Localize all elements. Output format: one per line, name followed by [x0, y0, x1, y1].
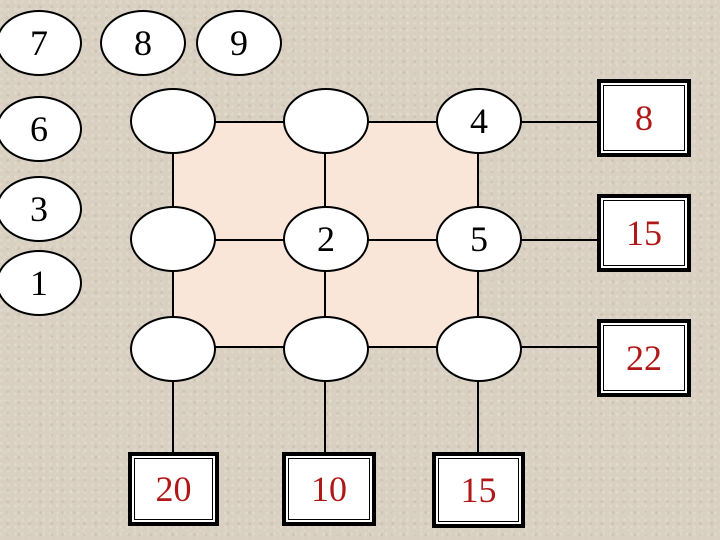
row-target-2: 15 — [597, 194, 691, 272]
row-target-3: 22 — [597, 319, 691, 397]
col-target-2: 10 — [282, 452, 376, 526]
row-target-1: 8 — [597, 79, 691, 157]
grid-lines — [172, 121, 601, 462]
col-target-3: 15 — [432, 452, 525, 528]
grid-cell-r2-c3[interactable]: 5 — [436, 206, 522, 272]
grid-cell-r3-c3[interactable] — [436, 316, 522, 382]
col-target-1: 20 — [128, 452, 219, 526]
grid-cell-r2-c1[interactable] — [130, 206, 216, 272]
tray-number-1[interactable]: 1 — [0, 250, 82, 316]
grid-cell-r3-c1[interactable] — [130, 316, 216, 382]
tray-number-6[interactable]: 6 — [0, 96, 82, 162]
grid-cell-r2-c2[interactable]: 2 — [283, 206, 369, 272]
tray-number-3[interactable]: 3 — [0, 176, 82, 242]
tray-number-8[interactable]: 8 — [100, 10, 186, 76]
grid-cell-r1-c3[interactable]: 4 — [436, 88, 522, 154]
grid-cell-r3-c2[interactable] — [283, 316, 369, 382]
tray-number-7[interactable]: 7 — [0, 10, 82, 76]
grid-cell-r1-c1[interactable] — [130, 88, 216, 154]
grid-cell-r1-c2[interactable] — [283, 88, 369, 154]
tray-number-9[interactable]: 9 — [196, 10, 282, 76]
